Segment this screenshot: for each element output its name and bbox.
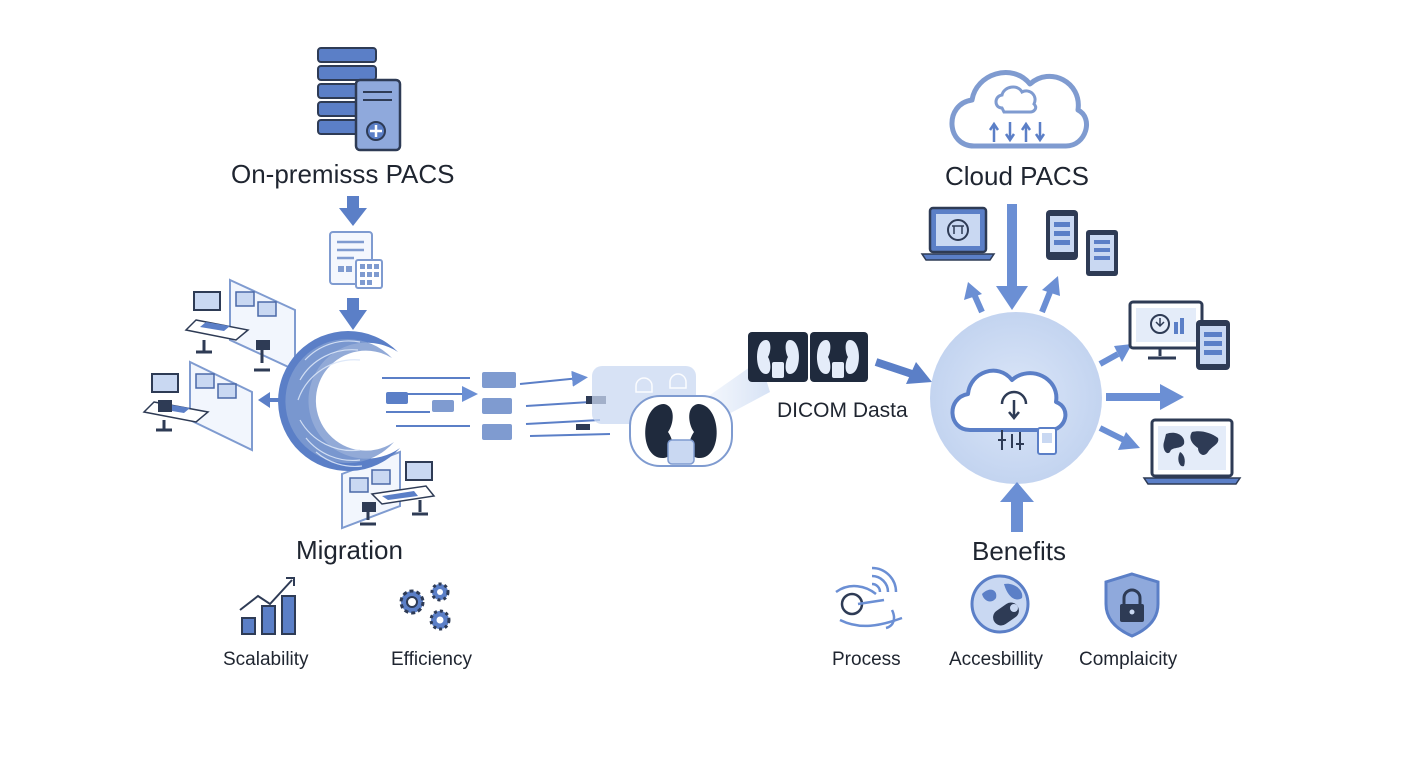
dicom-data-label: DICOM Dasta: [777, 399, 908, 422]
on-premises-title: On-premisss PACS: [231, 159, 455, 189]
compliance-label: Complaicity: [1079, 649, 1178, 670]
cloud-hub: [930, 312, 1102, 484]
laptop-icon: [920, 206, 996, 261]
laptop-map-icon: [1142, 418, 1242, 485]
document-icon: [329, 231, 383, 289]
arrow-up-icon: [1000, 482, 1034, 532]
shield-lock-icon: [1104, 572, 1160, 638]
arrow-right-icon: [1098, 344, 1132, 367]
accessibility-label: Accesbillity: [949, 649, 1043, 670]
monitor-icon: [1128, 300, 1204, 360]
migration-title: Migration: [296, 535, 403, 565]
arrow-up-icon: [1039, 276, 1060, 314]
arrow-up-icon: [964, 282, 985, 314]
bar-chart-growth-icon: [239, 577, 296, 635]
globe-key-icon: [970, 574, 1030, 634]
workstation-icon: [142, 360, 253, 452]
data-packet-icon: [386, 372, 606, 440]
arrow-down-icon: [339, 298, 367, 330]
arrow-right-icon: [1098, 425, 1140, 450]
arrow-right-icon: [1106, 384, 1184, 410]
network-signal-icon: [835, 566, 903, 630]
cloud-pacs-icon: [949, 70, 1089, 149]
process-label: Process: [832, 649, 901, 670]
migration-crescent-icon: [278, 331, 400, 472]
workstation-icon: [341, 450, 436, 530]
workstation-icon: [184, 278, 296, 372]
benefits-title: Benefits: [972, 536, 1066, 566]
server-rack-icon: [317, 47, 402, 152]
efficiency-label: Efficiency: [391, 649, 472, 670]
cloud-pacs-title: Cloud PACS: [945, 161, 1090, 191]
arrow-down-icon: [339, 196, 367, 226]
gears-icon: [399, 582, 451, 631]
scalability-label: Scalability: [223, 649, 309, 670]
dicom-image-icon: [810, 332, 868, 382]
arrow-down-icon: [996, 204, 1028, 310]
dicom-image-icon: [748, 332, 808, 382]
arrow-right-icon: [874, 358, 932, 384]
phone-icon: [1046, 210, 1078, 260]
kidney-scan-icon: [629, 395, 733, 467]
tablet-icon: [1086, 230, 1118, 276]
tablet-icon: [1196, 320, 1230, 370]
